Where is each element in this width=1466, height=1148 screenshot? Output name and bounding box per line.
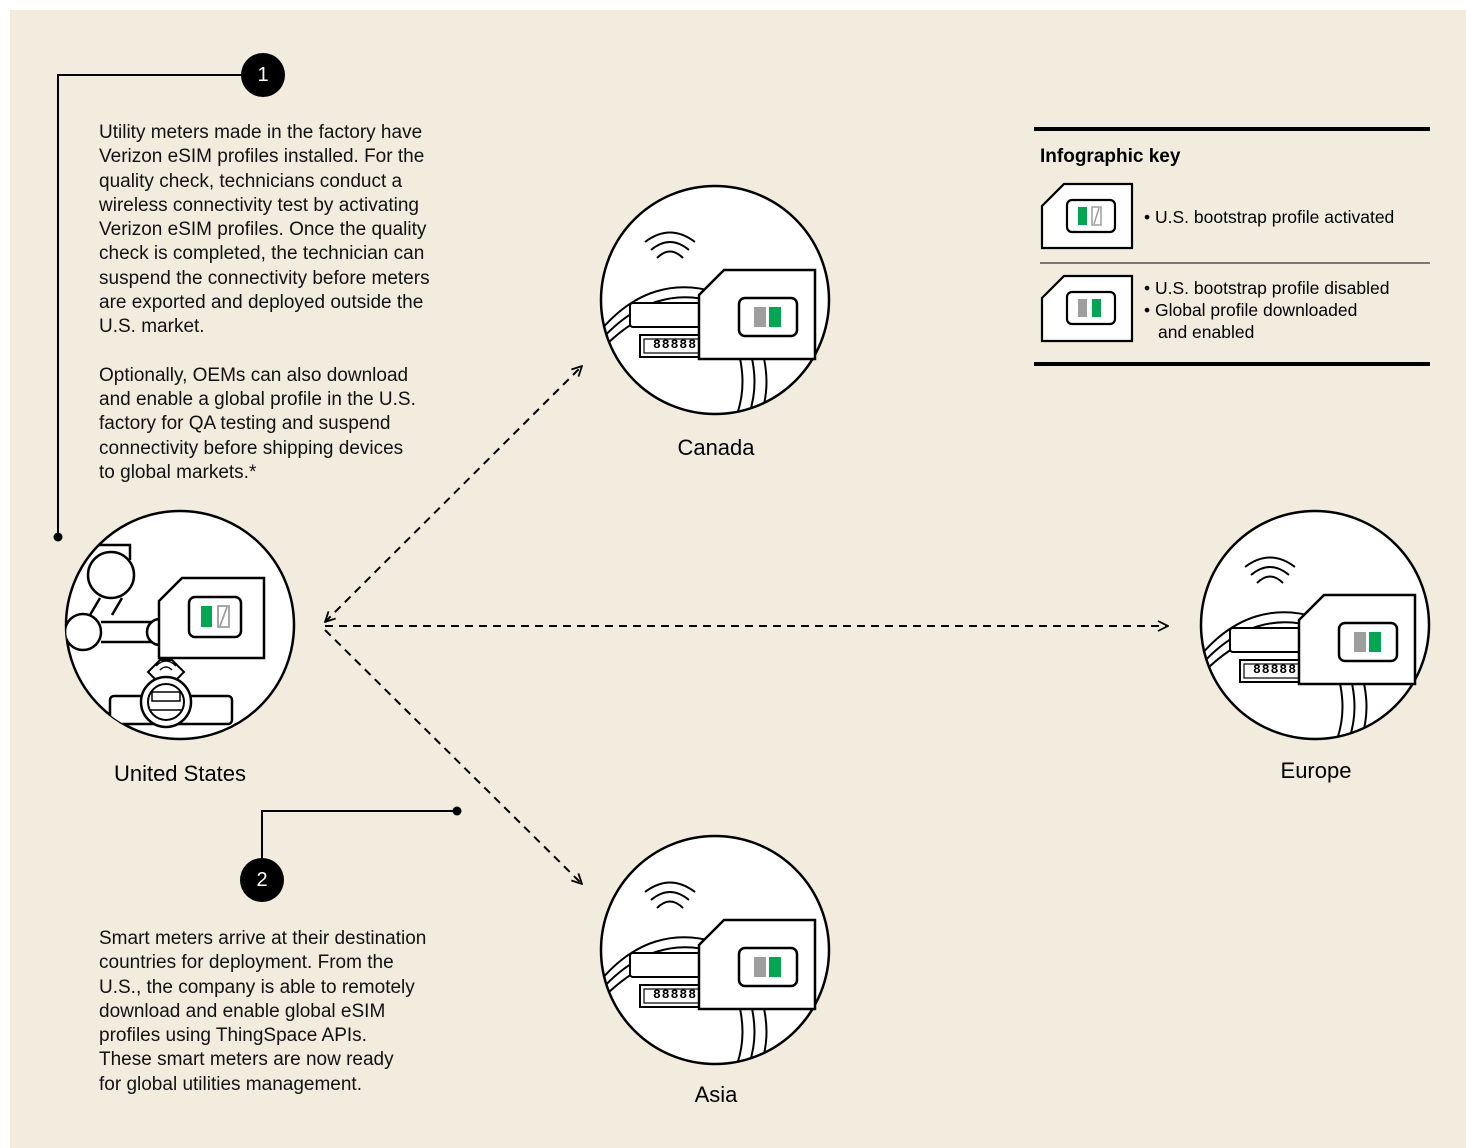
text-line: factory for QA testing and suspend <box>99 413 391 435</box>
text-line: wireless connectivity test by activating <box>99 194 419 216</box>
step1-leader-dot <box>53 532 63 542</box>
text-line: Smart meters arrive at their destination <box>99 928 427 949</box>
step2-paragraph: Smart meters arrive at their destination… <box>99 927 519 1097</box>
step2-leader-line <box>261 810 457 880</box>
route-to-asia <box>324 629 582 884</box>
key-text-line: • U.S. bootstrap profile activated <box>1144 207 1395 227</box>
us-factory-illustration <box>64 509 296 741</box>
sim-global-enabled-icon <box>1040 274 1134 343</box>
key-text-line: and enabled <box>1158 322 1255 342</box>
key-item-global-enabled: • U.S. bootstrap profile disabled• Globa… <box>1144 277 1389 343</box>
text-line: countries for deployment. From the <box>99 952 394 974</box>
canada-meter-illustration <box>599 184 831 416</box>
text-line: Utility meters made in the factory have <box>99 122 423 143</box>
location-label-canada: Canada <box>677 435 755 460</box>
canada-meter-display: 88888 <box>653 337 697 352</box>
route-to-canada <box>325 366 582 622</box>
text-line: are exported and deployed outside the <box>99 292 424 314</box>
text-line: Optionally, OEMs can also download <box>99 364 409 386</box>
text-line: Verizon eSIM profiles. Once the quality <box>99 219 427 241</box>
key-text-line: • Global profile downloaded <box>1144 300 1358 320</box>
location-label-united-states: United States <box>113 761 247 786</box>
step2-description: Smart meters arrive at their destination… <box>99 927 519 1097</box>
text-line: U.S., the company is able to remotely <box>99 976 415 998</box>
text-line: suspend the connectivity before meters <box>99 267 430 289</box>
step1-leader-line <box>57 74 263 537</box>
text-line: for global utilities management. <box>99 1073 362 1095</box>
text-line: These smart meters are now ready <box>99 1049 394 1071</box>
infographic-key-title: Infographic key <box>1040 146 1181 167</box>
infographic-key-graphics <box>1034 127 1430 366</box>
asia-meter-display: 88888 <box>653 987 697 1002</box>
text-line: download and enable global eSIM <box>99 1000 386 1022</box>
text-line: quality check, technicians conduct a <box>99 170 403 192</box>
europe-meter-illustration <box>1199 509 1431 741</box>
text-line: profiles using ThingSpace APIs. <box>99 1025 367 1047</box>
text-line: to global markets.* <box>99 461 257 483</box>
key-text-line: • U.S. bootstrap profile disabled <box>1144 278 1390 298</box>
location-label-europe: Europe <box>1280 758 1352 783</box>
step2-number-badge: 2 <box>240 858 284 902</box>
text-line: U.S. market. <box>99 316 205 338</box>
step2-leader-dot <box>452 806 462 816</box>
sim-bootstrap-active-icon <box>1040 182 1134 250</box>
step1-number-badge: 1 <box>241 53 285 97</box>
text-line: and enable a global profile in the U.S. <box>99 388 416 410</box>
text-line: Verizon eSIM profiles installed. For the <box>99 146 425 168</box>
key-item-bootstrap-activated: • U.S. bootstrap profile activated <box>1144 206 1394 228</box>
text-line: connectivity before shipping devices <box>99 437 404 459</box>
location-label-asia: Asia <box>694 1082 738 1107</box>
text-line: check is completed, the technician can <box>99 243 425 265</box>
europe-meter-display: 88888 <box>1253 662 1297 677</box>
asia-meter-illustration <box>599 834 831 1066</box>
